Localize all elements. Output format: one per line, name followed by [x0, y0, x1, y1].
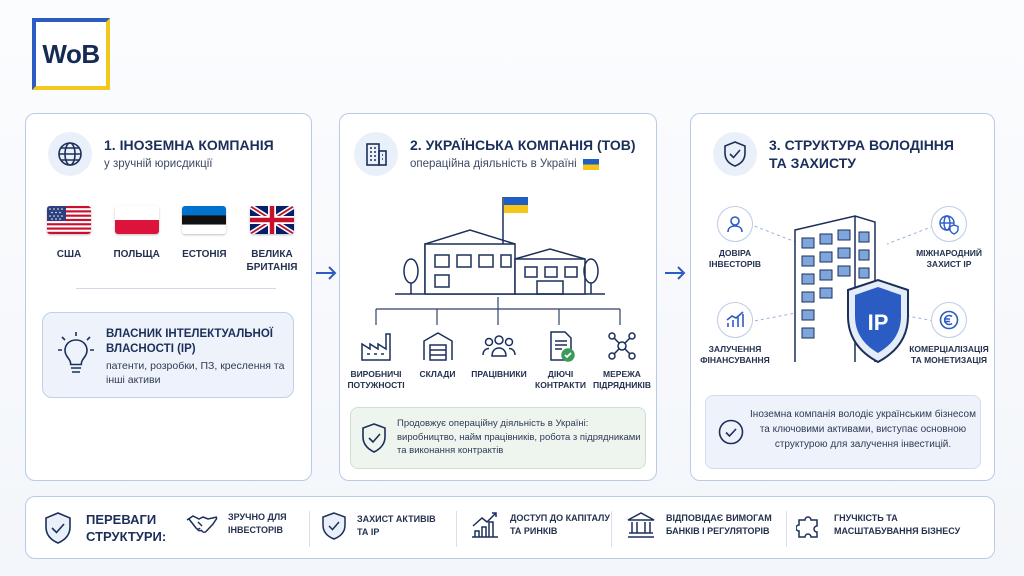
factory-building-icon — [395, 197, 605, 295]
panel-ukrainian-company: 2. УКРАЇНСЬКА КОМПАНІЯ (ТОВ) операційна … — [339, 113, 657, 481]
operation-label: СКЛАДИ — [419, 369, 456, 379]
warehouse-icon — [422, 332, 453, 361]
network-icon — [608, 332, 636, 360]
lightbulb-icon — [58, 332, 94, 373]
shield-icon — [322, 512, 346, 540]
operation-item-contracts: ДІЮЧІ КОНТРАКТИ — [531, 329, 591, 391]
jurisdiction-flags: США ПОЛЬЩА ЕСТОНІЯ ВЕЛИКА БРИТАНІЯ — [38, 206, 303, 274]
operation-item-workers: ПРАЦІВНИКИ — [469, 329, 529, 391]
globe-shield-icon — [939, 215, 959, 235]
ownership-note: Іноземна компанія володіє українським бі… — [705, 395, 981, 469]
shield-check-icon — [362, 423, 386, 453]
factory-icon — [361, 333, 391, 361]
benefit-compliance: ВІДПОВІДАЄ ВИМОГАМ БАНКІВ І РЕГУЛЯТОРІВ — [626, 511, 806, 539]
benefit-label: ДОСТУП ДО КАПІТАЛУ ТА РИНКІВ — [510, 513, 610, 536]
investor-icon — [727, 216, 743, 233]
ip-label: IP — [867, 310, 889, 335]
satellite-label: ДОВІРА ІНВЕСТОРІВ — [709, 248, 761, 269]
operation-label: ПРАЦІВНИКИ — [471, 369, 527, 379]
benefit-label: ЗРУЧНО ДЛЯ ІНВЕСТОРІВ — [228, 512, 287, 535]
poland-flag-icon — [114, 206, 159, 234]
benefit-label: ГНУЧКІСТЬ ТА МАСШТАБУВАННЯ БІЗНЕСУ — [834, 513, 961, 536]
shield-check-icon — [713, 132, 757, 176]
divider — [611, 511, 612, 547]
ip-owner-title: ВЛАСНИК ІНТЕЛЕКТУАЛЬНОЇ ВЛАСНОСТІ (IP) — [106, 328, 273, 355]
benefit-financing: ЗАЛУЧЕННЯ ФІНАНСУВАННЯ — [695, 302, 775, 366]
benefits-bar: ПЕРЕВАГИ СТРУКТУРИ: ЗРУЧНО ДЛЯ ІНВЕСТОРІ… — [25, 496, 995, 559]
shield-check-icon — [45, 512, 71, 544]
ukraine-flag-icon — [582, 158, 599, 170]
check-circle-icon — [718, 419, 744, 445]
connector-lines — [375, 297, 621, 325]
wob-logo: WoB — [32, 18, 110, 90]
divider — [76, 288, 276, 289]
panel3-title: 3. СТРУКТУРА ВОЛОДІННЯ ТА ЗАХИСТУ — [769, 137, 954, 171]
operation-item-network: МЕРЕЖА ПІДРЯДНИКІВ — [592, 329, 652, 391]
benefit-label: ЗАХИСТ АКТИВІВ ТА IP — [357, 514, 436, 537]
benefit-commercialization: КОМЕРЦІАЛІЗАЦІЯ ТА МОНЕТИЗАЦІЯ — [909, 302, 989, 366]
arrow-right-icon — [665, 266, 686, 280]
benefits-title: ПЕРЕВАГИ СТРУКТУРИ: — [86, 512, 167, 544]
handshake-icon — [186, 515, 218, 533]
operations-list: ВИРОБНИЧІ ПОТУЖНОСТІ СКЛАДИ ПРАЦІВНИКИ Д… — [346, 329, 652, 391]
satellite-label: МІЖНАРОДНИЙ ЗАХИСТ IP — [916, 248, 982, 269]
operation-item-warehouse: СКЛАДИ — [408, 329, 468, 391]
operation-label: ДІЮЧІ КОНТРАКТИ — [535, 369, 586, 390]
arrow-right-icon — [316, 266, 337, 280]
panel-ownership-structure: 3. СТРУКТУРА ВОЛОДІННЯ ТА ЗАХИСТУ IP Д — [690, 113, 995, 481]
benefit-ip-protection: МІЖНАРОДНИЙ ЗАХИСТ IP — [909, 206, 989, 270]
estonia-flag-icon — [182, 206, 227, 234]
operations-note: Продовжує операційну діяльність в Україн… — [350, 407, 646, 469]
satellite-label: КОМЕРЦІАЛІЗАЦІЯ ТА МОНЕТИЗАЦІЯ — [909, 344, 989, 365]
operation-item-factory: ВИРОБНИЧІ ПОТУЖНОСТІ — [346, 329, 406, 391]
panel1-title: 1. ІНОЗЕМНА КОМПАНІЯ — [104, 137, 274, 153]
benefit-label: ВІДПОВІДАЄ ВИМОГАМ БАНКІВ І РЕГУЛЯТОРІВ — [666, 513, 772, 536]
benefit-investors: ЗРУЧНО ДЛЯ ІНВЕСТОРІВ — [186, 511, 294, 537]
flag-estonia: ЕСТОНІЯ — [173, 206, 235, 274]
divider — [309, 511, 310, 547]
ownership-note-text: Іноземна компанія володіє українським бі… — [750, 409, 976, 450]
benefit-capital-access: ДОСТУП ДО КАПІТАЛУ ТА РИНКІВ — [470, 511, 610, 539]
usa-flag-icon — [47, 206, 91, 234]
satellite-label: ЗАЛУЧЕННЯ ФІНАНСУВАННЯ — [700, 344, 770, 365]
benefit-scalability: ГНУЧКІСТЬ ТА МАСШТАБУВАННЯ БІЗНЕСУ — [796, 511, 984, 539]
ip-owner-desc: патенти, розробки, ПЗ, креслення та інші… — [106, 360, 285, 386]
flag-uk: ВЕЛИКА БРИТАНІЯ — [241, 206, 303, 274]
flag-label: ВЕЛИКА БРИТАНІЯ — [246, 249, 298, 273]
uk-flag-icon — [249, 206, 294, 234]
bank-icon — [627, 512, 655, 538]
divider — [456, 511, 457, 547]
flag-label: ПОЛЬЩА — [113, 249, 160, 260]
flag-poland: ПОЛЬЩА — [106, 206, 168, 274]
flag-label: США — [56, 249, 82, 260]
ip-tower-icon — [794, 215, 909, 364]
contract-icon — [549, 331, 575, 362]
globe-icon — [48, 132, 92, 176]
logo-text: WoB — [42, 38, 100, 69]
panel1-subtitle: у зручній юрисдикції — [104, 158, 213, 170]
bar-chart-icon — [472, 512, 498, 538]
euro-icon — [939, 310, 959, 330]
operation-label: МЕРЕЖА ПІДРЯДНИКІВ — [592, 369, 652, 390]
panel2-subtitle: операційна діяльність в Україні — [410, 158, 577, 170]
puzzle-icon — [796, 516, 818, 538]
operation-label: ВИРОБНИЧІ ПОТУЖНОСТІ — [347, 369, 405, 390]
growth-chart-icon — [726, 311, 744, 327]
ip-owner-box: ВЛАСНИК ІНТЕЛЕКТУАЛЬНОЇ ВЛАСНОСТІ (IP) п… — [42, 312, 294, 398]
divider — [786, 511, 787, 547]
panel-foreign-company: 1. ІНОЗЕМНА КОМПАНІЯ у зручній юрисдикці… — [25, 113, 312, 481]
workers-icon — [482, 335, 516, 357]
benefit-investor-trust: ДОВІРА ІНВЕСТОРІВ — [695, 206, 775, 270]
panel2-title: 2. УКРАЇНСЬКА КОМПАНІЯ (ТОВ) — [410, 137, 636, 153]
flag-label: ЕСТОНІЯ — [182, 249, 227, 260]
benefit-asset-protection: ЗАХИСТ АКТИВІВ ТА IP — [321, 511, 437, 541]
flag-usa: США — [38, 206, 100, 274]
office-building-icon — [354, 132, 398, 176]
operations-note-text: Продовжує операційну діяльність в Україн… — [397, 418, 641, 456]
